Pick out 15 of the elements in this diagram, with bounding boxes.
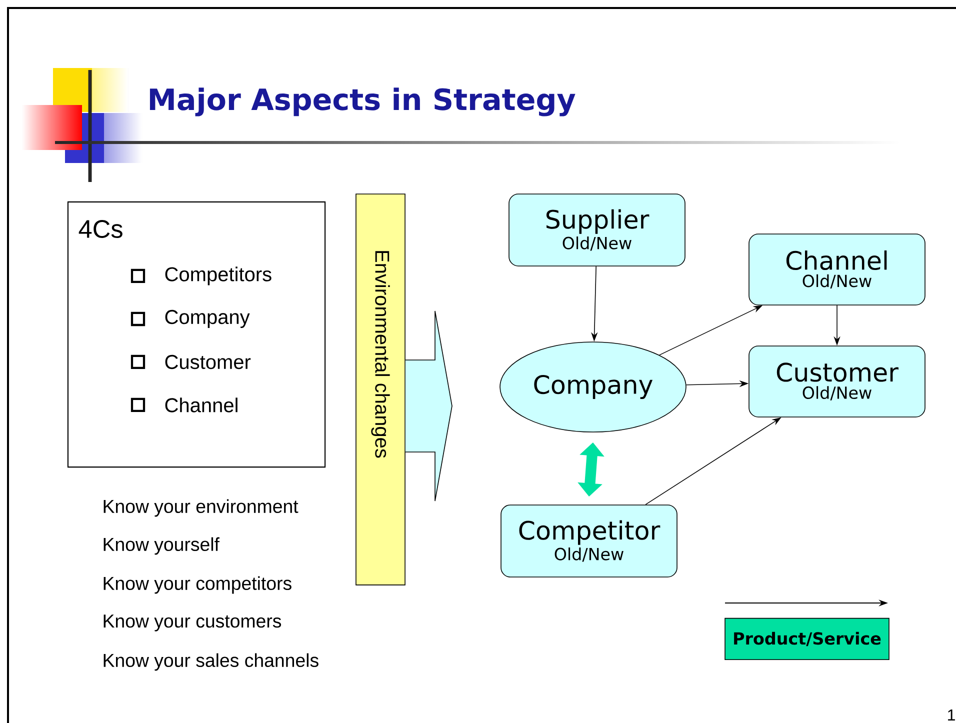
note: Know yourself [104,537,220,555]
entity-box: Competitor Old/New [500,504,678,578]
environment-band: Environmental changes [356,194,406,586]
note: Know your environment [104,499,298,517]
note: Know your sales channels [104,653,318,671]
title: Major Aspects in Strategy [150,88,576,116]
page-number: 1 [948,710,955,720]
entity-box: Customer Old/New [748,346,926,418]
legend-box: Product/Service [724,618,890,660]
list-box: 4Cs Competitors Company Customer Channel [67,201,326,468]
note: Know your competitors [104,576,292,594]
block-arrow [405,310,452,502]
entity-box: Supplier Old/New [508,194,686,266]
entity-box: Channel Old/New [748,234,926,306]
note: Know your customers [104,614,282,632]
